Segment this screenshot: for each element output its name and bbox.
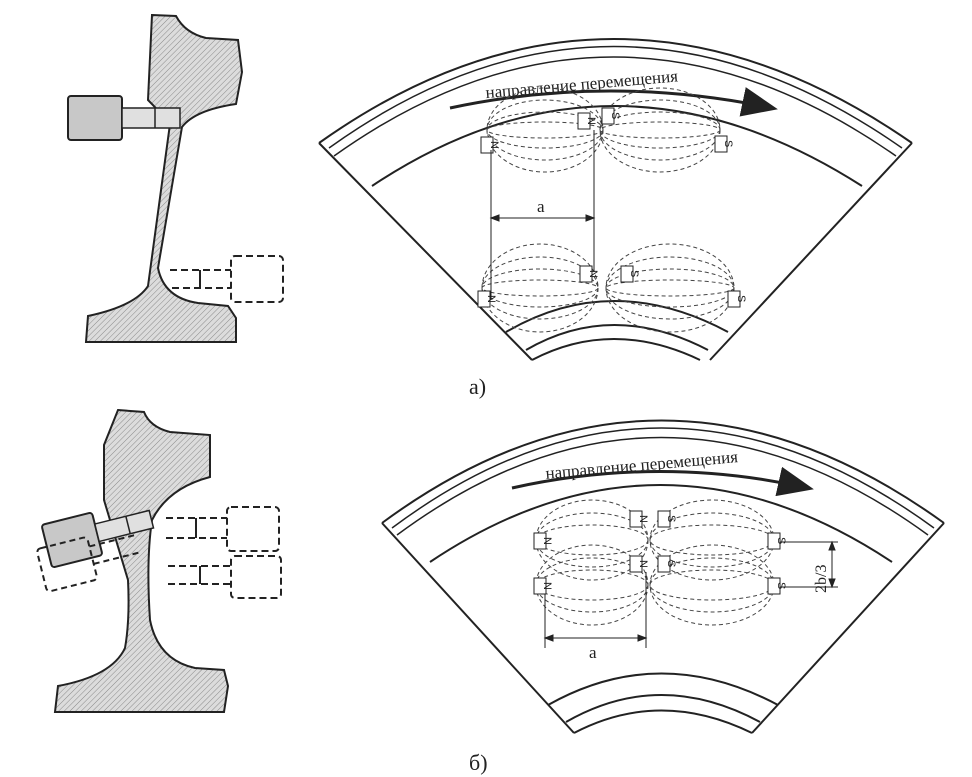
direction-arrow-b (511, 466, 814, 497)
pole-label: N (587, 270, 599, 278)
sector-bottom-arc-2 (525, 324, 709, 351)
sector-outer-arc-3 (396, 436, 929, 536)
poles-b: N N S S N N S S (533, 510, 787, 595)
sector-outer-arc-2 (328, 45, 903, 149)
rail-section-b (53, 408, 230, 713)
rail-profile (53, 408, 230, 713)
sector-outer-arc-3 (333, 56, 897, 157)
sector-bottom-arc-3 (573, 709, 753, 734)
pole-label: S (665, 560, 677, 567)
sector-inner-arc (371, 105, 863, 187)
sector-bottom-arc-3 (531, 338, 701, 361)
sector-outer-arc-1 (318, 38, 913, 144)
sector-b (381, 419, 945, 734)
sensor-top-a (67, 95, 181, 141)
sector-a (318, 38, 913, 361)
field-lines-a-bottom (481, 243, 735, 333)
field-lines-a-top (486, 87, 721, 173)
sensor-b-dashed-right-2 (168, 555, 282, 599)
pole-label: N (488, 141, 500, 149)
rail-profile (84, 13, 244, 343)
sensor-b-dashed-left (36, 534, 139, 593)
sector-inner-arc (429, 484, 893, 563)
dimension-label-a: a (537, 197, 545, 216)
pole-label: N (637, 560, 649, 568)
rail-section-a (84, 13, 244, 343)
sector-outer-arc-1 (381, 419, 945, 524)
caption-a: а) (469, 374, 486, 399)
poles-a: N N S S N N S S (477, 107, 747, 308)
sector-left-edge (381, 522, 575, 734)
sector-bottom-arc-1 (547, 672, 779, 706)
pole-label: S (665, 515, 677, 522)
pole-label: N (541, 537, 553, 545)
pole-label: N (585, 117, 597, 125)
sector-bottom-arc-2 (565, 694, 761, 723)
sector-right-edge (751, 522, 945, 734)
pole-label: S (735, 295, 747, 302)
dimension-a-bottom (543, 572, 648, 648)
sensor-housing (67, 95, 123, 141)
caption-b: б) (469, 750, 488, 775)
pole-label: S (775, 582, 787, 589)
pole-label: S (775, 537, 787, 544)
pole-label: S (609, 112, 621, 119)
direction-arrow-a (449, 87, 778, 117)
direction-label-a: направление перемещения (485, 66, 679, 102)
pole-label: S (628, 270, 640, 277)
direction-label-b: направление перемещения (545, 447, 739, 483)
sensor-housing-dashed (230, 255, 284, 303)
pole-label: S (722, 140, 734, 147)
dimension-2b3 (780, 540, 838, 589)
sector-right-edge (709, 142, 913, 361)
pole-label: N (541, 582, 553, 590)
offset-label-2b3: 2b/3 (813, 565, 830, 593)
sensor-bottom-a (170, 255, 284, 303)
sensor-arm (121, 107, 181, 129)
field-lines-b (535, 499, 775, 626)
dimension-label-b: a (589, 643, 597, 662)
pole-label: N (637, 515, 649, 523)
dimension-a-top (489, 130, 596, 300)
sector-left-edge (318, 142, 533, 361)
sector-outer-arc-2 (391, 427, 935, 529)
sensor-b-dashed-right-1 (166, 506, 280, 552)
